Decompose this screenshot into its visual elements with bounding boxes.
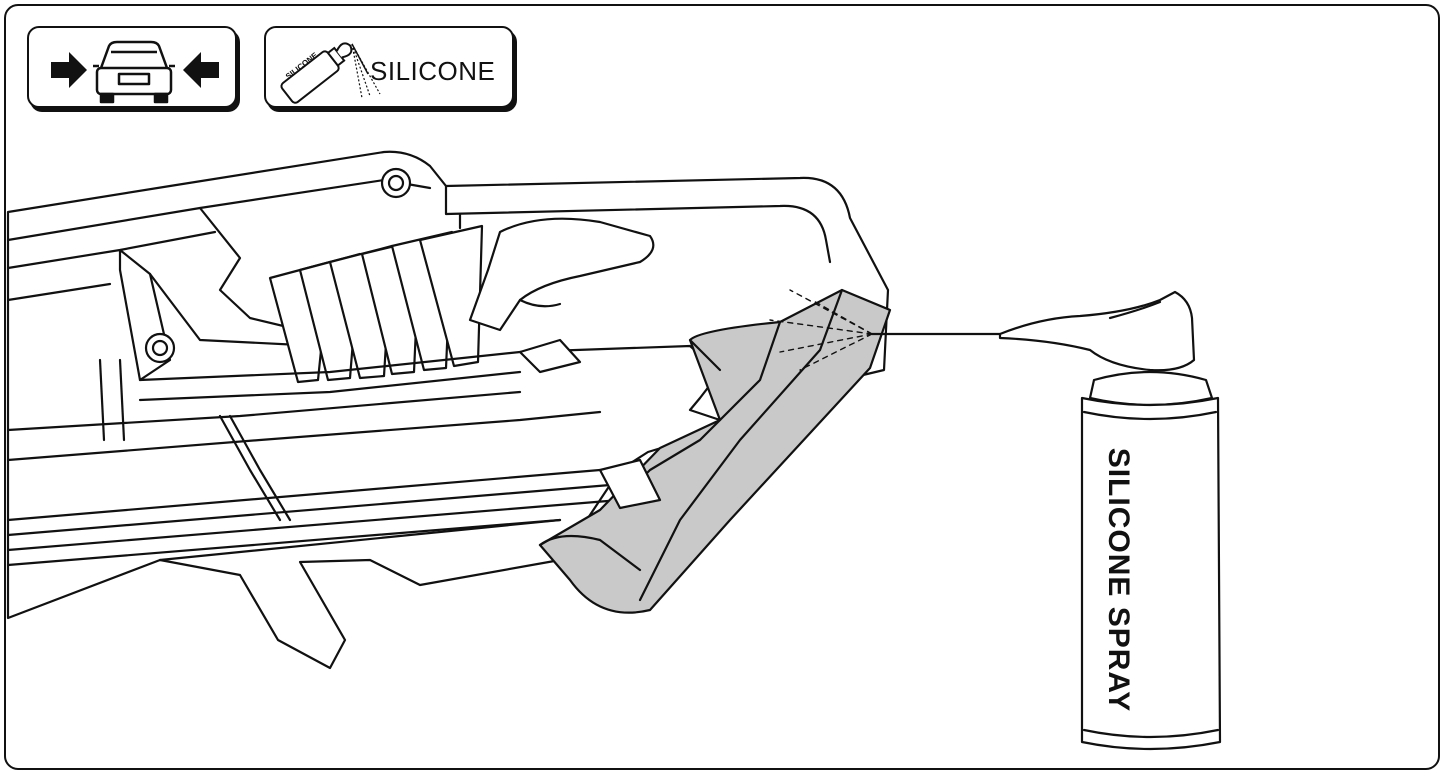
arrow-left-icon xyxy=(183,52,219,88)
bolt-top xyxy=(380,167,412,199)
clamp-ribs xyxy=(268,224,484,384)
car-narrow-icon xyxy=(93,40,175,104)
car-badge-graphic xyxy=(51,40,219,104)
narrow-car-badge xyxy=(27,26,237,108)
silicone-badge-label: SILICONE xyxy=(370,56,496,86)
arrow-right-icon xyxy=(51,52,87,88)
bolt-left xyxy=(144,332,176,364)
spray-can xyxy=(998,290,1222,751)
spray-can-label: SILICONE SPRAY xyxy=(1102,447,1135,713)
rail-body xyxy=(6,150,890,670)
silicone-badge: SILICONE SILICONE xyxy=(264,26,514,108)
silicone-spray-icon xyxy=(280,42,381,104)
